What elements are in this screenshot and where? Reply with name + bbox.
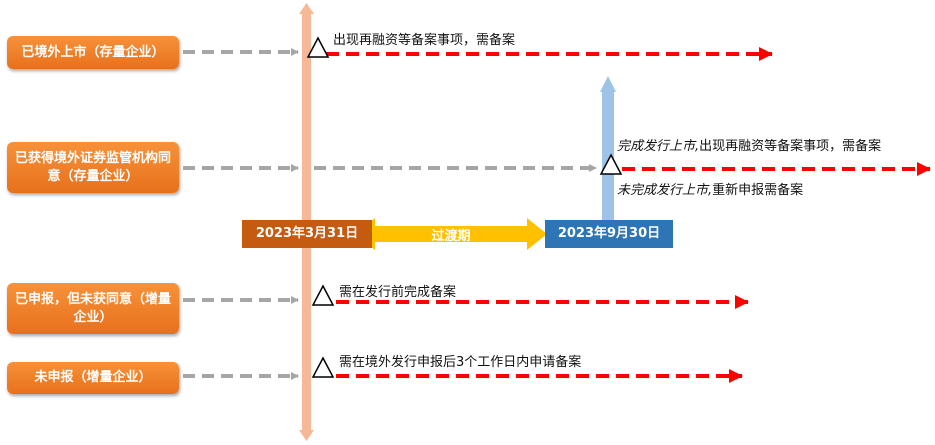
category-approved: 已获得境外证券监管机构同意（存量企业） <box>7 142 179 193</box>
end-date-box: 2023年9月30日 <box>545 220 673 248</box>
blue-up-arrow <box>600 76 616 220</box>
outcome-approved-done: 完成发行上市,出现再融资等备案事项，需备案 <box>617 139 881 155</box>
outcome-approved-notdone-prefix: 未完成发行上市, <box>617 183 713 198</box>
outcome-approved-done-prefix: 完成发行上市, <box>617 139 700 154</box>
category-not-applied: 未申报（增量企业） <box>7 362 179 394</box>
category-applied: 已申报，但未获同意（增量企业） <box>7 283 179 334</box>
start-date-box: 2023年3月31日 <box>242 220 372 248</box>
filing-triangle-approved <box>599 153 623 175</box>
filing-triangle-not-applied <box>311 356 335 378</box>
filing-triangle-listed <box>306 36 330 58</box>
outcome-approved-done-text: 出现再融资等备案事项，需备案 <box>699 139 882 154</box>
outcome-approved-notdone: 未完成发行上市,重新申报需备案 <box>617 183 803 199</box>
outcome-not-applied: 需在境外发行申报后3个工作日内申请备案 <box>339 355 582 370</box>
outcome-applied: 需在发行前完成备案 <box>339 285 457 300</box>
filing-triangle-applied <box>311 284 335 306</box>
transition-label: 过渡期 <box>431 228 471 244</box>
outcome-approved-notdone-text: 重新申报需备案 <box>712 183 804 198</box>
outcome-listed: 出现再融资等备案事项，需备案 <box>333 33 516 48</box>
transition-arrow <box>355 218 547 250</box>
category-listed: 已境外上市（存量企业） <box>7 36 179 69</box>
